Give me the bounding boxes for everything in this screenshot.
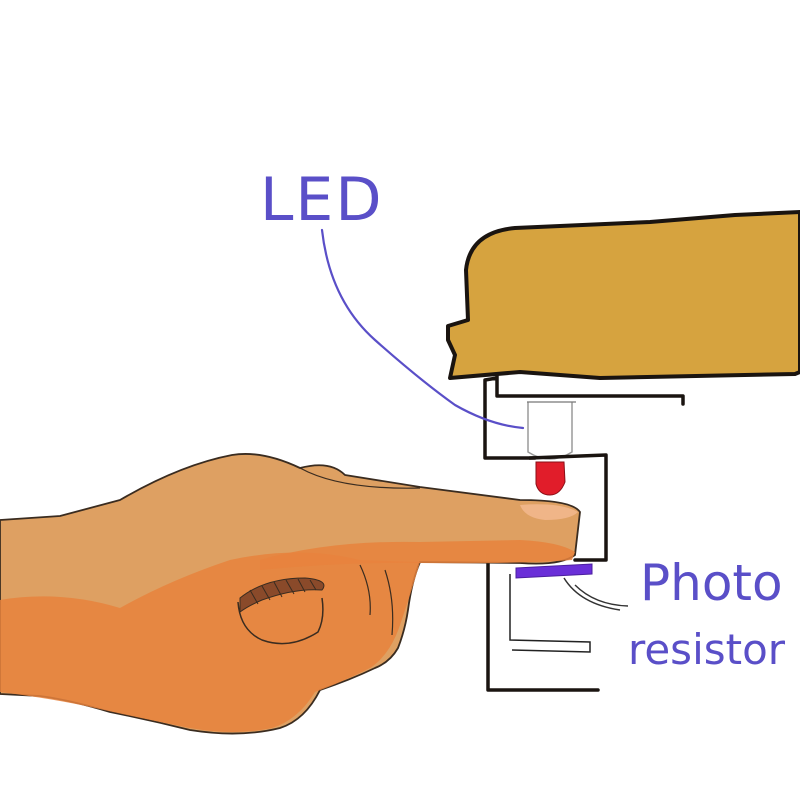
photoresistor-icon xyxy=(515,563,593,579)
thumb-outline xyxy=(237,597,324,645)
fingertip-highlight xyxy=(520,504,578,520)
photoresistor-pointer-line xyxy=(574,584,629,607)
upper-clip-bracket xyxy=(483,374,685,460)
finger-shadow xyxy=(260,540,575,570)
photoresistor-base xyxy=(509,574,591,653)
finger-crease xyxy=(299,467,421,636)
hand-shadow xyxy=(0,552,420,732)
led-body xyxy=(527,402,573,460)
photoresistor-label-line1: Photo xyxy=(640,554,783,612)
lower-clip-frame xyxy=(486,453,608,692)
thumb-hatch-lines xyxy=(249,578,317,605)
hand-illustration xyxy=(0,453,581,735)
thumb-hatching xyxy=(239,577,325,613)
led-label: LED xyxy=(260,165,384,235)
photoresistor-label-line2: resistor xyxy=(628,625,786,674)
led-bulb-icon xyxy=(535,461,566,496)
sensor-housing xyxy=(446,210,800,380)
led-pointer-line xyxy=(320,228,525,430)
photoresistor-wire xyxy=(563,577,621,611)
